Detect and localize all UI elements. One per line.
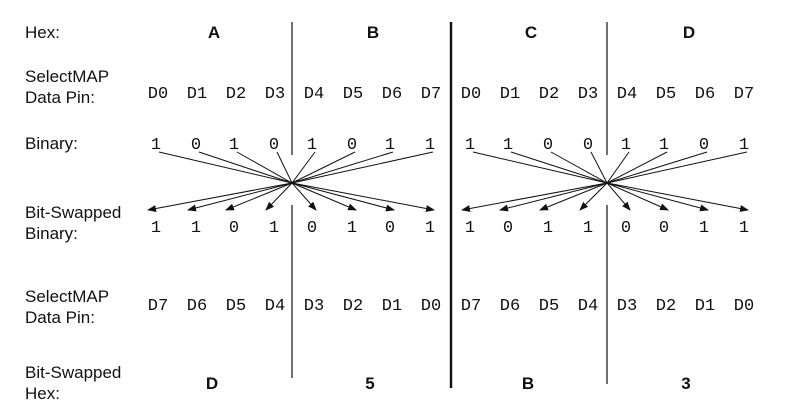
pin-bottom-2: D5 — [226, 297, 246, 316]
binary-swapped-row: 1 1 0 1 0 1 0 1 1 0 1 1 0 0 1 1 — [151, 219, 749, 238]
pin-top-15: D7 — [734, 85, 754, 104]
pin-bottom-7: D0 — [421, 297, 441, 316]
pin-top-14: D6 — [695, 85, 715, 104]
binary-digit-9: 1 — [503, 136, 513, 155]
pin-bottom-12: D3 — [617, 297, 637, 316]
swap-arrow-12 — [579, 151, 630, 211]
swapped-digit-0: 1 — [151, 219, 161, 238]
pin-bottom-15: D0 — [734, 297, 754, 316]
hex-bottom-3: 3 — [681, 374, 690, 393]
swapped-digit-8: 1 — [465, 219, 475, 238]
pin-bottom-5: D2 — [343, 297, 363, 316]
swapped-digit-10: 1 — [543, 219, 553, 238]
row-label-swapped-line2: Binary: — [25, 224, 78, 243]
binary-digit-4: 1 — [307, 136, 317, 155]
binary-digit-13: 1 — [659, 136, 669, 155]
binary-digit-10: 0 — [543, 136, 553, 155]
binary-digit-2: 1 — [229, 136, 239, 155]
binary-digit-5: 0 — [347, 136, 357, 155]
pin-top-2: D2 — [226, 85, 246, 104]
pin-top-11: D3 — [578, 85, 598, 104]
binary-digit-15: 1 — [739, 136, 749, 155]
row-label-swhex-line1: Bit-Swapped — [25, 363, 121, 382]
hex-bottom-2: B — [522, 374, 534, 393]
pin-bottom-14: D1 — [695, 297, 715, 316]
row-label-pin2-line2: Data Pin: — [25, 308, 95, 327]
swapped-digit-14: 1 — [699, 219, 709, 238]
pin-top-6: D6 — [382, 85, 402, 104]
row-label-swhex-line2: Hex: — [25, 384, 60, 403]
pin-top-12: D4 — [617, 85, 637, 104]
pin-top-5: D5 — [343, 85, 363, 104]
swapped-digit-3: 1 — [269, 219, 279, 238]
swapped-digit-4: 0 — [307, 219, 317, 238]
swapped-digit-13: 0 — [659, 219, 669, 238]
row-label-hex: Hex: — [25, 23, 60, 42]
pin-top-4: D4 — [304, 85, 324, 104]
swapped-digit-6: 0 — [385, 219, 395, 238]
row-label-pin-line1: SelectMAP — [25, 67, 109, 86]
hex-bottom-0: D — [206, 374, 218, 393]
pin-top-0: D0 — [148, 85, 168, 104]
binary-digit-6: 1 — [385, 136, 395, 155]
binary-digit-1: 0 — [191, 136, 201, 155]
row-label-pin2-line1: SelectMAP — [25, 287, 109, 306]
pin-bottom-6: D1 — [382, 297, 402, 316]
hex-top-0: A — [208, 23, 220, 42]
hex-bottom-1: 5 — [365, 374, 374, 393]
binary-digit-0: 1 — [151, 136, 161, 155]
binary-digit-8: 1 — [465, 136, 475, 155]
pin-bottom-10: D5 — [539, 297, 559, 316]
swap-arrows — [147, 151, 749, 212]
pin-bottom-4: D3 — [304, 297, 324, 316]
binary-row: 1 0 1 0 1 0 1 1 1 1 0 0 1 1 0 1 — [151, 136, 749, 155]
pin-top-9: D1 — [500, 85, 520, 104]
pin-bottom-9: D6 — [500, 297, 520, 316]
pin-bottom-11: D4 — [578, 297, 598, 316]
pin-bottom-1: D6 — [187, 297, 207, 316]
swapped-digit-12: 0 — [621, 219, 631, 238]
pin-top-8: D0 — [461, 85, 481, 104]
swap-arrow-15 — [461, 151, 748, 212]
hex-top-3: D — [683, 23, 695, 42]
swapped-digit-9: 0 — [503, 219, 513, 238]
pin-top-7: D7 — [421, 85, 441, 104]
swapped-digit-15: 1 — [739, 219, 749, 238]
row-label-binary: Binary: — [25, 134, 78, 153]
pin-top-13: D5 — [656, 85, 676, 104]
binary-digit-3: 0 — [269, 136, 279, 155]
hex-top-2: C — [525, 23, 537, 42]
pins-bottom-row: D7 D6 D5 D4 D3 D2 D1 D0 D7 D6 D5 D4 D3 D2 D1 D0 — [148, 297, 754, 316]
row-label-swapped-line1: Bit-Swapped — [25, 203, 121, 222]
swapped-digit-11: 1 — [583, 219, 593, 238]
pin-top-10: D2 — [539, 85, 559, 104]
binary-digit-12: 1 — [621, 136, 631, 155]
swapped-digit-5: 1 — [347, 219, 357, 238]
pin-top-1: D1 — [187, 85, 207, 104]
binary-digit-14: 0 — [699, 136, 709, 155]
hex-top-1: B — [367, 23, 379, 42]
swap-arrow-7 — [147, 151, 434, 212]
row-label-pin-line2: Data Pin: — [25, 88, 95, 107]
binary-digit-11: 0 — [583, 136, 593, 155]
swapped-digit-2: 0 — [229, 219, 239, 238]
binary-digit-7: 1 — [425, 136, 435, 155]
pin-bottom-3: D4 — [265, 297, 285, 316]
pins-top-row: D0 D1 D2 D3 D4 D5 D6 D7 D0 D1 D2 D3 D4 D5 D6 D7 — [148, 85, 754, 104]
swapped-digit-1: 1 — [191, 219, 201, 238]
pin-bottom-13: D2 — [656, 297, 676, 316]
swapped-digit-7: 1 — [425, 219, 435, 238]
pin-bottom-0: D7 — [148, 297, 168, 316]
pin-top-3: D3 — [265, 85, 285, 104]
pin-bottom-8: D7 — [461, 297, 481, 316]
